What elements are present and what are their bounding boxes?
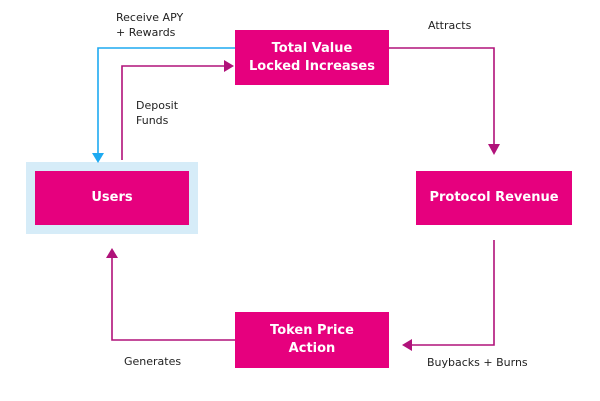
total-value-locked-node: Total Value Locked Increases <box>235 30 389 85</box>
protocol-revenue-node-label: Protocol Revenue <box>429 190 559 205</box>
deposit-funds-arrowhead <box>224 60 234 72</box>
users-node: Users <box>35 171 189 225</box>
attracts-label: Attracts <box>428 19 472 32</box>
generates-arrow <box>111 256 235 341</box>
attracts-arrow <box>389 47 495 146</box>
receive-apy-label: Receive APY + Rewards <box>116 11 184 39</box>
receive-apy-arrow <box>97 47 235 155</box>
deposit-funds-label: Deposit Funds <box>136 99 179 127</box>
total-value-locked-node-label: Total Value Locked Increases <box>249 40 375 74</box>
buybacks-burns-label: Buybacks + Burns <box>427 356 528 369</box>
generates-arrowhead <box>106 248 118 258</box>
token-price-action-node: Token Price Action <box>235 312 389 368</box>
deposit-funds-arrow <box>121 65 226 160</box>
receive-apy-arrowhead <box>92 153 104 163</box>
users-node-label: Users <box>91 190 133 205</box>
protocol-revenue-node: Protocol Revenue <box>416 171 572 225</box>
generates-label: Generates <box>124 355 182 368</box>
token-price-action-node-label: Token Price Action <box>270 323 354 356</box>
buybacks-arrow <box>410 240 495 346</box>
buybacks-arrowhead <box>402 339 412 351</box>
attracts-arrowhead <box>488 144 500 155</box>
